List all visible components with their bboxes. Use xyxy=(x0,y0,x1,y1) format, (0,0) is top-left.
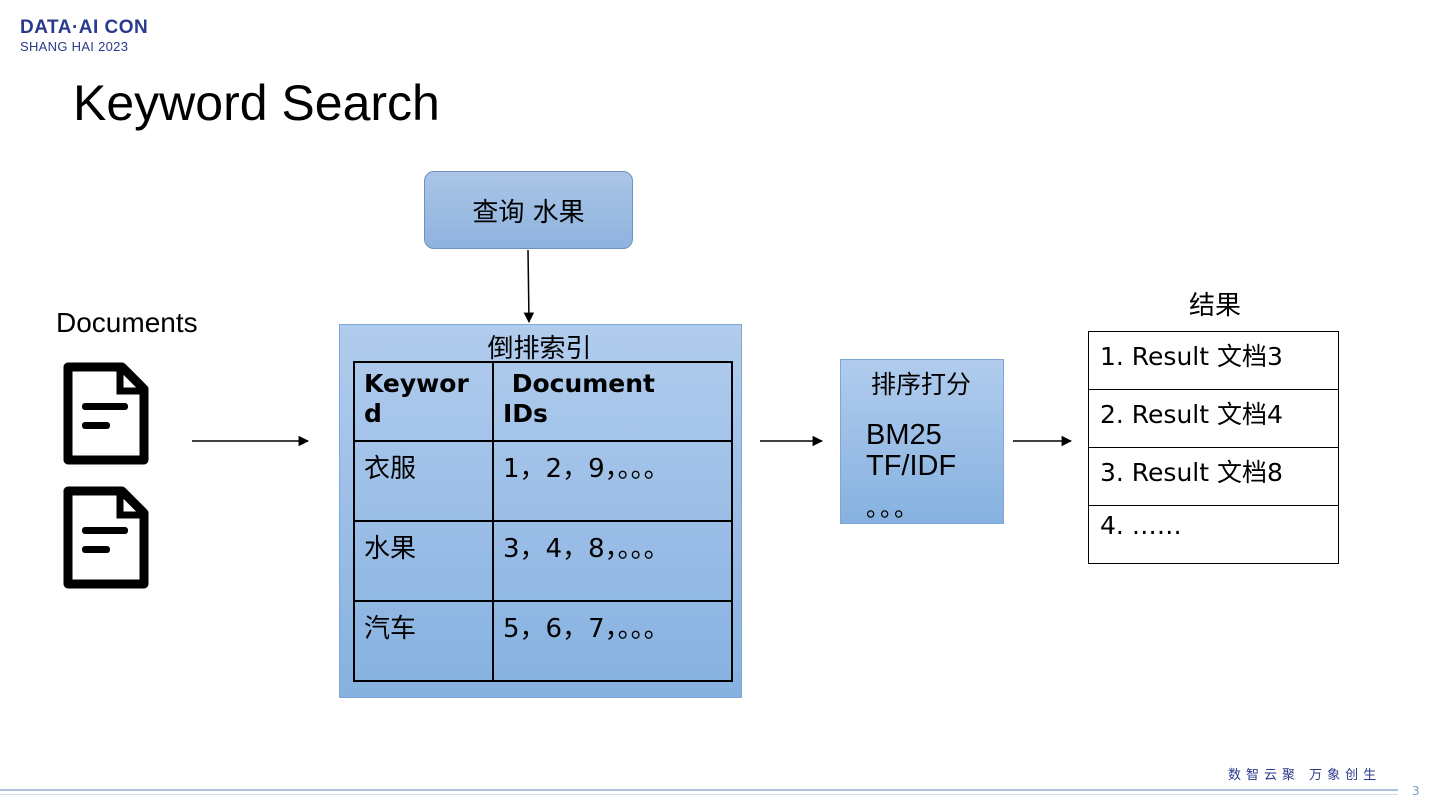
index-row: 水果 3，4，8，。。。 xyxy=(353,520,733,602)
index-row: 汽车 5，6，7，。。。 xyxy=(353,600,733,682)
result-item: 2. Result 文档4 xyxy=(1088,389,1339,448)
index-ids-cell: 1，2，9，。。。 xyxy=(492,440,733,522)
keyword-column-header: Keywor d xyxy=(353,361,494,442)
document-icon xyxy=(63,362,149,465)
query-box: 查询 水果 xyxy=(424,171,633,249)
index-keyword-cell: 水果 xyxy=(353,520,494,602)
logo-line-1: DATA·AI CON xyxy=(20,17,149,38)
ranking-title: 排序打分 xyxy=(870,370,971,399)
result-item: 3. Result 文档8 xyxy=(1088,447,1339,506)
results-list: 1. Result 文档3 2. Result 文档4 3. Result 文档… xyxy=(1088,331,1339,564)
ranking-ellipsis: 。。。 xyxy=(866,494,920,522)
index-ids-cell: 3，4，8，。。。 xyxy=(492,520,733,602)
result-item: 1. Result 文档3 xyxy=(1088,331,1339,390)
index-row: 衣服 1，2，9，。。。 xyxy=(353,440,733,522)
inverted-index-table: Keywor d Document IDs 衣服 1，2，9，。。。 水果 3，… xyxy=(353,361,733,682)
footer-divider-secondary xyxy=(0,794,1398,795)
document-ids-column-header: Document IDs xyxy=(492,361,733,442)
documents-label: Documents xyxy=(56,307,198,338)
index-keyword-cell: 汽车 xyxy=(353,600,494,682)
page-number: 3 xyxy=(1412,784,1420,798)
ranking-box xyxy=(840,359,1004,524)
index-keyword-cell: 衣服 xyxy=(353,440,494,522)
arrow-query-to-index xyxy=(523,249,535,324)
result-item: 4. …… xyxy=(1088,505,1339,564)
results-label: 结果 xyxy=(1188,291,1241,321)
index-header-row: Keywor d Document IDs xyxy=(353,361,733,442)
logo-line-2: SHANG HAI 2023 xyxy=(20,39,129,54)
footer-divider xyxy=(0,789,1398,791)
inverted-index-title: 倒排索引 xyxy=(487,334,592,364)
ranking-method-tfidf: TF/IDF xyxy=(866,450,957,482)
ranking-method-bm25: BM25 xyxy=(866,419,942,451)
slide-title: Keyword Search xyxy=(73,75,440,131)
index-ids-cell: 5，6，7，。。。 xyxy=(492,600,733,682)
document-icon xyxy=(63,486,149,589)
footer-slogan: 数智云聚 万象创生 xyxy=(1228,768,1382,783)
